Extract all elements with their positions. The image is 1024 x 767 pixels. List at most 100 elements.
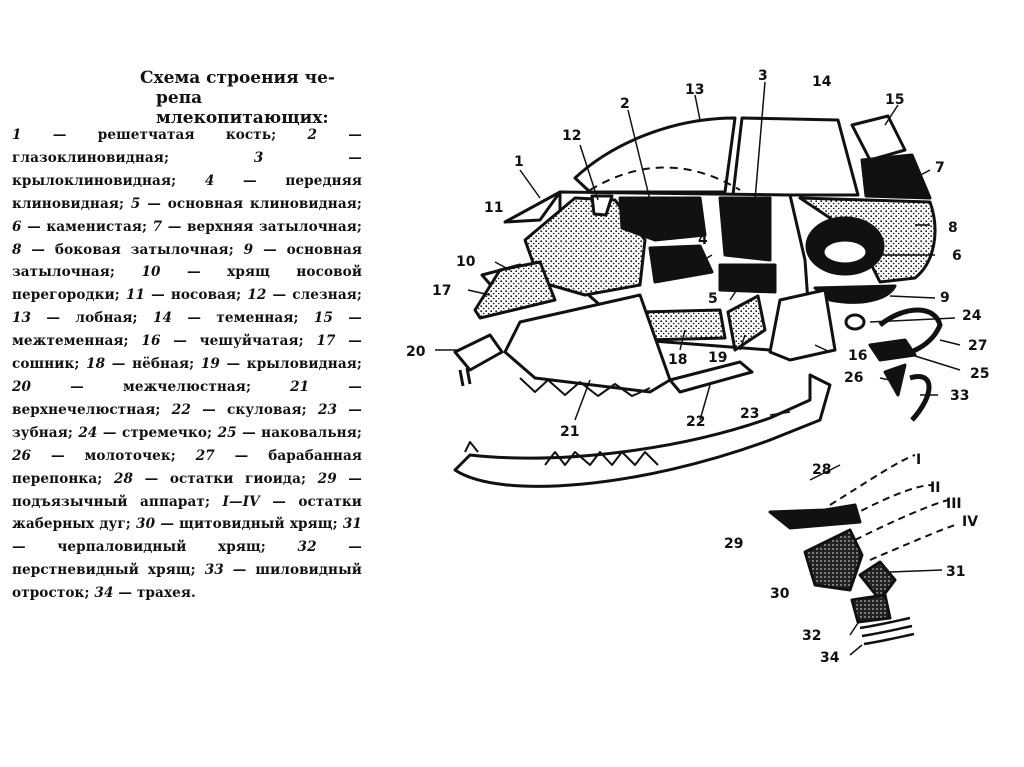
label-13: 13 <box>685 82 704 98</box>
legend-term: щитовидный хрящ; <box>179 516 338 533</box>
legend-number: 6 <box>12 218 22 235</box>
legend-term: чешуйчатая; <box>199 333 304 350</box>
legend-term: глазоклиновидная; <box>12 149 170 166</box>
label-21: 21 <box>560 424 579 440</box>
legend-term: подъязычный аппарат; <box>12 493 211 510</box>
label-18: 18 <box>668 352 687 368</box>
legend-term: трахея. <box>136 585 196 602</box>
legend-number: 24 <box>78 424 98 441</box>
label-12: 12 <box>562 128 581 144</box>
bone-17-vomer <box>473 260 557 320</box>
legend-number: 13 <box>12 310 32 327</box>
label-33: 33 <box>950 388 969 404</box>
label-7: 7 <box>935 160 945 176</box>
legend-number: 12 <box>247 287 267 304</box>
bone-24-stapes <box>844 313 866 331</box>
bone-21-maxilla <box>503 293 672 394</box>
legend-number: 14 <box>152 310 173 327</box>
label-24: 24 <box>962 308 982 324</box>
label-4: 4 <box>698 232 708 248</box>
legend-number: 11 <box>125 287 146 304</box>
bone-29-hyoid <box>768 503 862 530</box>
bone-9-basioccipital <box>813 284 897 304</box>
legend-term: крылоклиновидная; <box>12 172 177 189</box>
label-III: III <box>946 496 962 512</box>
upper-teeth <box>519 377 651 397</box>
legend-term: носовая; <box>170 287 242 304</box>
legend-term: основная клиновидная; <box>167 195 362 212</box>
legend-number: 16 <box>141 333 161 350</box>
legend-term: наковальня; <box>261 424 362 441</box>
label-I: I <box>916 452 921 468</box>
legend-term: верхнечелюстная; <box>12 401 161 418</box>
legend-number: 9 <box>243 241 254 258</box>
label-5: 5 <box>708 291 718 307</box>
legend-term: крыловидная; <box>246 356 362 373</box>
label-26: 26 <box>844 370 863 386</box>
legend-number: 27 <box>195 447 215 464</box>
legend-number: 18 <box>86 356 106 373</box>
label-8: 8 <box>948 220 958 236</box>
legend-number: 29 <box>317 470 337 487</box>
bone-32-cricoid <box>850 593 892 624</box>
label-15: 15 <box>885 92 904 108</box>
bone-4-presphenoid <box>648 244 714 284</box>
legend-term: сошник; <box>12 356 80 373</box>
legend-term: решетчатая кость; <box>97 127 277 143</box>
diagram-title: Схема строения че- репа млекопитающих: <box>140 68 370 128</box>
legend-number: 4 <box>204 172 215 189</box>
label-20: 20 <box>406 344 426 360</box>
bone-2-orbitosphenoid <box>618 196 707 242</box>
bone-22-zygomatic <box>668 360 754 394</box>
label-23: 23 <box>740 406 759 422</box>
dashed-branchial-arcs <box>829 454 956 561</box>
label-27: 27 <box>968 338 987 354</box>
legend-number: 25 <box>217 424 237 441</box>
legend-term: слезная; <box>292 287 363 304</box>
legend-number: 10 <box>141 264 161 281</box>
legend-number: 28 <box>113 470 134 487</box>
legend-number: 23 <box>317 401 338 418</box>
label-29: 29 <box>724 536 743 552</box>
bone-20-premaxilla <box>453 333 504 372</box>
legend-term: межтеменная; <box>12 333 129 350</box>
legend-number: 2 <box>307 127 318 143</box>
legend-term: теменная; <box>216 310 299 327</box>
label-2: 2 <box>620 96 630 112</box>
title-line-1: Схема строения че- <box>140 68 335 88</box>
legend-number: 17 <box>316 333 336 350</box>
bone-26-malleus <box>883 363 907 397</box>
label-9: 9 <box>940 290 950 306</box>
title-line-2: репа млекопитающих: <box>156 88 329 128</box>
label-II: II <box>930 480 940 496</box>
label-28: 28 <box>812 462 831 478</box>
legend-number: 31 <box>342 516 362 533</box>
legend-term: хрящ носовой перегородки; <box>12 264 363 304</box>
bone-31-arytenoid <box>858 560 897 602</box>
bone-34-trachea <box>859 616 915 646</box>
label-11: 11 <box>484 200 503 216</box>
legend-number: I—IV <box>222 493 260 510</box>
label-34: 34 <box>820 650 840 666</box>
legend-term: передняя клиновидная; <box>12 172 362 212</box>
bone-15-interparietal <box>850 114 907 162</box>
legend-term: лобная; <box>75 310 138 327</box>
legend-number: 26 <box>12 447 32 464</box>
legend-term: основная затылочная; <box>12 241 362 281</box>
legend-term: черпаловидный хрящ; <box>57 539 266 556</box>
legend-term: остатки гиоида; <box>169 470 307 487</box>
legend-term: нёбная; <box>132 356 195 373</box>
legend-number: 32 <box>297 539 317 556</box>
dashed-skull-outline <box>589 166 741 191</box>
label-32: 32 <box>802 628 821 644</box>
bone-14-parietal <box>731 116 860 197</box>
legend-term: барабанная перепонка; <box>12 447 363 487</box>
legend-term: стремечко; <box>121 424 213 441</box>
label-6: 6 <box>952 248 962 264</box>
legend-term: зубная; <box>12 424 73 441</box>
legend-term: шиловидный отросток; <box>12 562 362 602</box>
legend-number: 7 <box>152 218 163 235</box>
label-31: 31 <box>946 564 965 580</box>
label-1: 1 <box>514 154 524 170</box>
